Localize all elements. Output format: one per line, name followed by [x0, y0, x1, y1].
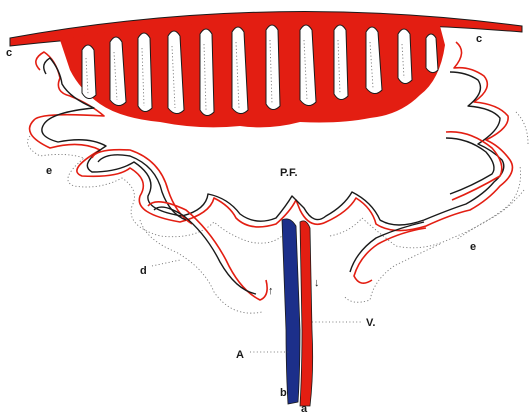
label-d: d — [140, 265, 147, 277]
label-e-right: e — [470, 241, 476, 253]
label-c-left: c — [6, 47, 12, 59]
label-pf: P.F. — [280, 167, 298, 179]
label-c-right: c — [476, 33, 482, 45]
label-v: V. — [366, 317, 375, 329]
label-a-lower: a — [301, 403, 308, 414]
right-chambers — [344, 132, 524, 302]
vein-vessel — [300, 221, 313, 406]
arrow-up: ↑ — [268, 285, 274, 297]
artery-vessel — [282, 219, 300, 404]
label-e-left: e — [46, 165, 52, 177]
label-b: b — [280, 387, 287, 399]
arrow-down: ↓ — [314, 277, 320, 289]
leader-d — [152, 260, 180, 266]
label-a-upper: A — [236, 349, 244, 361]
